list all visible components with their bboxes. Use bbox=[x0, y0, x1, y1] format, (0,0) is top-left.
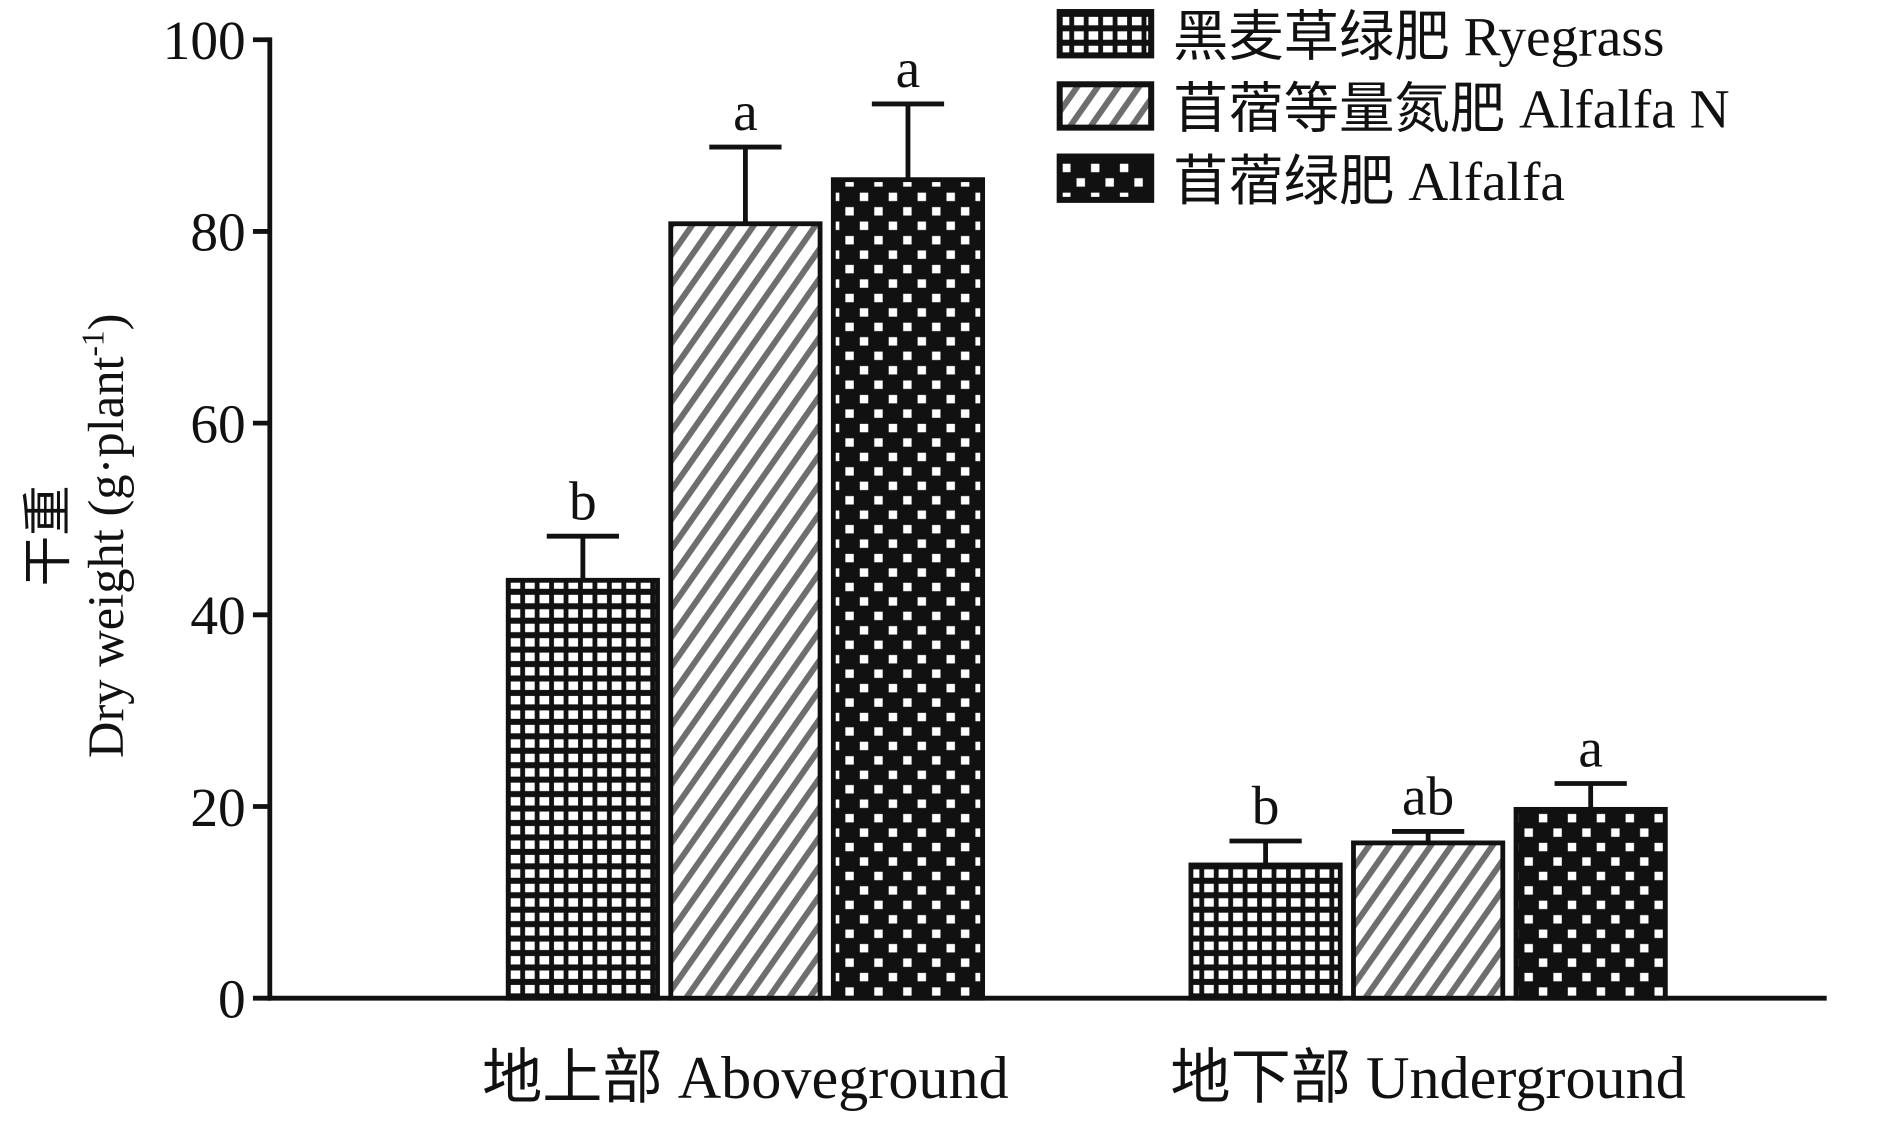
significance-letter: ab bbox=[1402, 766, 1454, 827]
legend-swatch bbox=[1056, 81, 1155, 131]
bar bbox=[1513, 806, 1668, 1001]
bar bbox=[1188, 862, 1343, 1001]
legend-swatch bbox=[1056, 9, 1155, 59]
significance-letter: a bbox=[896, 38, 921, 99]
x-category-label: 地上部 Aboveground bbox=[482, 1045, 1009, 1112]
legend: 黑麦草绿肥 Ryegrass 苜蓿等量氮肥 Alfalfa N 苜蓿绿肥 Alfal… bbox=[1056, 6, 1730, 212]
significance-letter: b bbox=[1252, 775, 1280, 836]
y-tick-label: 60 bbox=[190, 393, 245, 454]
x-category-label: 地下部 Underground bbox=[1170, 1045, 1685, 1112]
legend-label: 苜蓿等量氮肥 Alfalfa N bbox=[1173, 79, 1730, 140]
y-tick-label: 40 bbox=[190, 585, 245, 646]
axes: 0 20 40 60 80 100 地上部 Aboveground 地下部 Undergrou… bbox=[163, 10, 1827, 1112]
y-axis-label-close: ) bbox=[78, 314, 134, 331]
bar bbox=[668, 221, 823, 1001]
significance-letter: b bbox=[569, 470, 597, 531]
y-tick-label: 20 bbox=[190, 777, 245, 838]
legend-label: 苜蓿绿肥 Alfalfa bbox=[1173, 151, 1565, 212]
legend-label: 黑麦草绿肥 Ryegrass bbox=[1173, 6, 1665, 67]
y-axis-label: Dry weight (g·plant-1) bbox=[76, 314, 134, 759]
y-axis-label-cn: 干重 bbox=[20, 485, 76, 586]
bar bbox=[830, 177, 986, 1001]
bar bbox=[1351, 840, 1506, 1001]
significance-letter: a bbox=[733, 81, 758, 142]
y-tick-label: 100 bbox=[163, 10, 246, 71]
y-axis-label-sup: -1 bbox=[76, 330, 111, 356]
legend-swatch bbox=[1056, 153, 1155, 203]
y-tick-label: 0 bbox=[218, 968, 246, 1029]
y-axis-label-main: Dry weight (g·plant bbox=[78, 356, 134, 758]
y-tick-label: 80 bbox=[190, 202, 245, 263]
significance-letter: a bbox=[1578, 718, 1603, 779]
bar bbox=[505, 577, 660, 1001]
